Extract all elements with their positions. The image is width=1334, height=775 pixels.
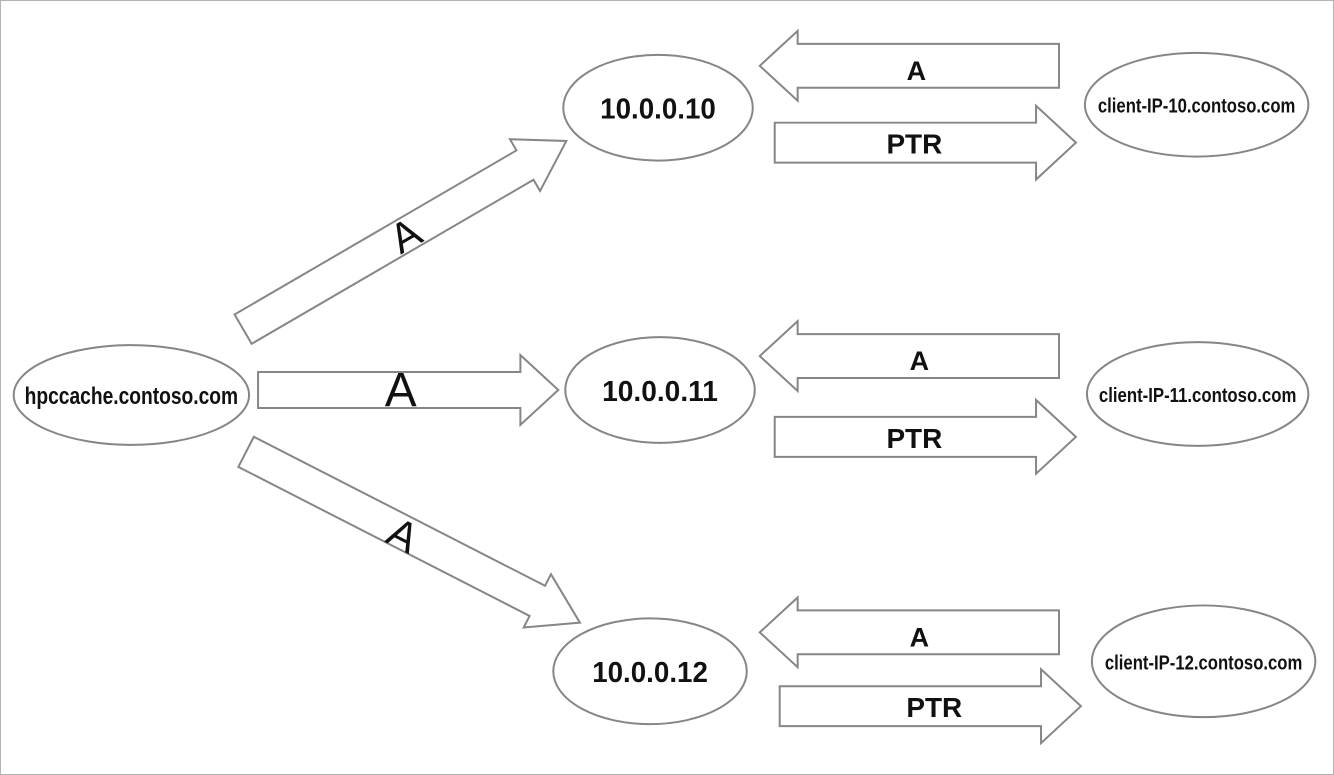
node-label: 10.0.0.10 — [600, 94, 716, 126]
ptr-record-label: PTR — [886, 129, 942, 160]
a-record-label: A — [910, 346, 929, 376]
block-arrow-left — [758, 28, 1060, 104]
arrow-ptr-ip12-to-client12: PTR — [778, 666, 1083, 746]
a-record-label: A — [910, 622, 929, 652]
a-record-label: A — [907, 56, 926, 86]
arrow-a-hpccache-to-ip12: A — [237, 435, 582, 629]
node-label: client-IP-11.contoso.com — [1099, 385, 1296, 407]
arrow-ptr-ip11-to-client11: PTR — [773, 397, 1078, 477]
block-arrow-left — [758, 318, 1060, 394]
node-client-11: client-IP-11.contoso.com — [1085, 341, 1310, 447]
block-arrow-right — [257, 352, 560, 428]
node-label: client-IP-12.contoso.com — [1105, 652, 1302, 674]
ptr-record-label: PTR — [906, 692, 962, 723]
node-ellipse — [12, 344, 251, 446]
block-arrow-right — [778, 666, 1083, 746]
arrow-a-client12-to-ip12: A — [758, 595, 1060, 670]
node-client-10: client-IP-10.contoso.com — [1083, 51, 1310, 158]
node-client-12: client-IP-12.contoso.com — [1090, 604, 1317, 719]
node-ellipse — [564, 336, 756, 444]
node-ip-10: 10.0.0.10 — [562, 53, 754, 162]
block-arrow-right — [773, 397, 1078, 477]
node-ellipse — [552, 617, 748, 726]
arrow-a-client10-to-ip10: A — [758, 28, 1060, 104]
block-arrow-right — [773, 103, 1078, 182]
arrow-ptr-ip10-to-client10: PTR — [773, 103, 1078, 182]
node-label: 10.0.0.12 — [592, 657, 708, 689]
block-arrow-left — [758, 595, 1060, 670]
block-arrow-down-right — [237, 435, 582, 629]
node-label: 10.0.0.11 — [602, 376, 718, 408]
arrow-a-client11-to-ip11: A — [758, 318, 1060, 394]
node-label: hpccache.contoso.com — [25, 383, 238, 410]
node-label: client-IP-10.contoso.com — [1098, 96, 1295, 118]
node-ellipse — [1085, 341, 1310, 447]
ptr-record-label: PTR — [886, 423, 942, 454]
node-hpccache: hpccache.contoso.com — [12, 344, 251, 446]
arrow-a-hpccache-to-ip10: A — [233, 138, 568, 346]
block-arrow-up-right — [233, 138, 568, 346]
node-ellipse — [1083, 51, 1310, 158]
node-ip-11: 10.0.0.11 — [564, 336, 756, 444]
arrow-a-hpccache-to-ip11: A — [257, 352, 560, 428]
a-record-label: A — [385, 364, 417, 417]
node-ip-12: 10.0.0.12 — [552, 617, 748, 726]
node-ellipse — [562, 53, 754, 162]
node-ellipse — [1090, 604, 1317, 719]
